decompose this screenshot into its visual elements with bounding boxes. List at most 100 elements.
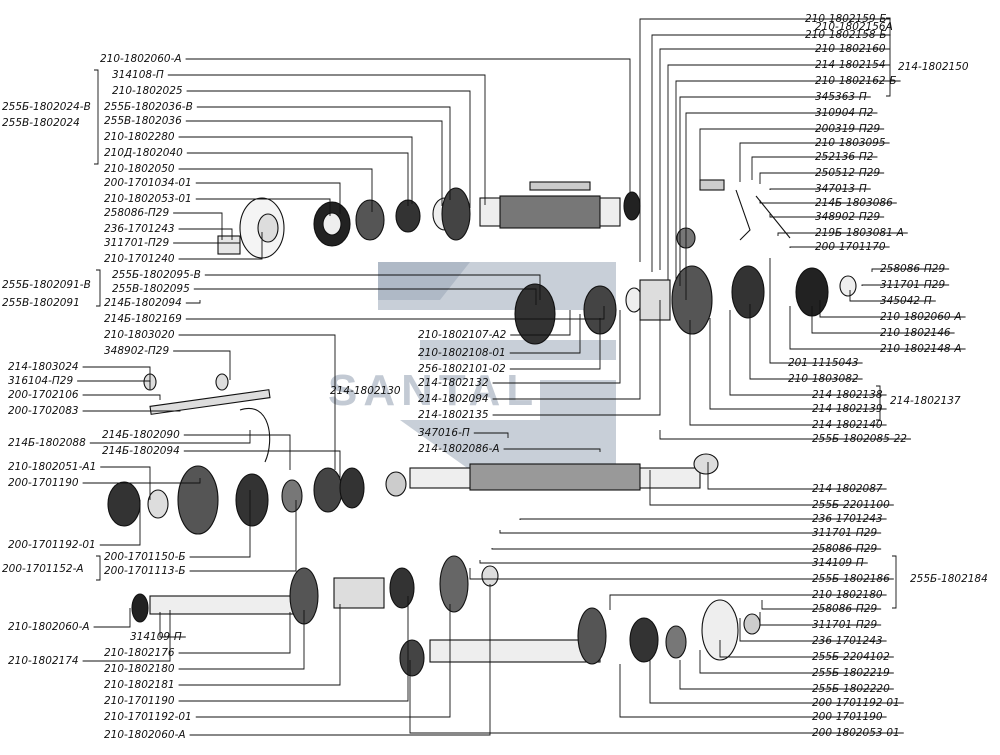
leader-line <box>173 350 231 380</box>
leader-line <box>189 490 251 558</box>
leader-line <box>849 290 936 302</box>
group-bracket <box>96 555 101 581</box>
leader-line <box>409 660 904 734</box>
part-label: 214-1802150 <box>898 61 969 73</box>
part-label: 210-1802160 <box>815 43 886 55</box>
part-label: 210-1802180 <box>812 589 883 601</box>
leader-line <box>751 156 878 180</box>
part-label: 210-1701240 <box>104 253 175 265</box>
leader-line <box>186 90 471 208</box>
part-label: 236-1701243 <box>104 223 175 235</box>
part-label: 200-1701152-А <box>2 563 84 575</box>
part-label: 214Б-1802088 <box>8 437 86 449</box>
leader-line <box>82 478 201 484</box>
leader-line <box>699 650 894 674</box>
leader-line <box>699 128 885 180</box>
leader-line <box>759 172 885 184</box>
main-shaft-assembly <box>107 453 719 535</box>
part-label: 258086-П29 <box>812 603 877 615</box>
part-label: 200-1702083 <box>8 405 79 417</box>
leader-line <box>503 448 601 452</box>
leader-line <box>759 612 882 626</box>
group-bracket <box>96 269 101 307</box>
leader-line <box>861 284 950 286</box>
part-label: 210-1802060-А <box>880 311 962 323</box>
leader-line <box>679 96 871 286</box>
leader-line <box>178 604 341 686</box>
leader-line <box>667 64 890 280</box>
leader-line <box>492 306 641 400</box>
part-label: 214-1802087 <box>812 483 883 495</box>
leader-line <box>178 228 233 240</box>
part-label: 311701-П29 <box>812 619 877 631</box>
leader-line <box>759 200 897 204</box>
part-label: 255Б-1802091-В <box>2 279 91 291</box>
leader-line <box>689 320 887 426</box>
group-bracket <box>94 69 99 165</box>
leader-line <box>178 334 336 470</box>
leader-line <box>185 58 631 192</box>
leader-line <box>183 450 341 480</box>
leader-line <box>185 306 605 320</box>
part-label: 255Б-1802186 <box>812 573 890 585</box>
part-label: 258086-П29 <box>104 207 169 219</box>
leader-line <box>769 214 885 218</box>
leader-line <box>100 466 151 500</box>
part-label: 200-1701190 <box>812 711 883 723</box>
part-label: 210-1802060-А <box>8 621 90 633</box>
leader-line <box>777 232 908 236</box>
part-label: 255В-1802091 <box>2 297 80 309</box>
part-label: 310904-П2 <box>815 107 874 119</box>
part-label: 210-1802174 <box>8 655 79 667</box>
part-label: 210-1802025 <box>112 85 183 97</box>
part-label: 214-1802137 <box>890 395 961 407</box>
part-label: 255Б-2204102 <box>812 651 890 663</box>
part-label: 210-1701192-01 <box>104 711 192 723</box>
part-label: 255Б-1802085-22 <box>812 433 907 445</box>
part-label: 255Б-1802024-В <box>2 101 91 113</box>
leader-line <box>195 604 451 718</box>
part-label: 200-1701192-01 <box>812 697 900 709</box>
part-label: 214-1802140 <box>812 419 883 431</box>
part-label: 214-1802138 <box>812 389 883 401</box>
part-label: 348902-П29 <box>815 211 880 223</box>
part-label: 200319-П29 <box>815 123 880 135</box>
part-label: 200-1701192-01 <box>8 539 96 551</box>
part-label: 210-1802181 <box>104 679 175 691</box>
leader-line <box>761 600 882 610</box>
part-label: 210-1802162-Б <box>815 75 897 87</box>
part-label: 258086-П29 <box>812 543 877 555</box>
part-label: 255Б-1802219 <box>812 667 890 679</box>
part-label: 258086-П29 <box>880 263 945 275</box>
part-label: 314109-П <box>130 631 182 643</box>
group-bracket <box>876 385 881 421</box>
part-label: 210-1802108-01 <box>418 347 506 359</box>
group-bracket <box>886 17 891 97</box>
part-label: 250512-П29 <box>815 167 880 179</box>
part-label: 214-1802135 <box>418 409 489 421</box>
leader-line <box>82 366 151 382</box>
part-label: 210-1802060-А <box>100 53 182 65</box>
leader-line <box>639 18 891 262</box>
leader-line <box>173 212 223 240</box>
leader-line <box>509 318 601 370</box>
leader-line <box>193 288 537 305</box>
part-label: 311701-П29 <box>104 237 169 249</box>
part-label: 255В-1802095 <box>112 283 190 295</box>
part-label: 345042-П <box>880 295 932 307</box>
leader-line <box>719 640 894 658</box>
part-label: 200-1701113-Б <box>104 565 186 577</box>
part-label: 200-1702106 <box>8 389 79 401</box>
part-label: 255В-1802036 <box>104 115 182 127</box>
lower-shaft-assembly <box>131 555 761 677</box>
part-label: 200-1802053-01 <box>812 727 900 739</box>
leader-line <box>510 310 571 336</box>
part-label: 210-1802050 <box>104 163 175 175</box>
part-label: 311701-П29 <box>880 279 945 291</box>
leader-line <box>769 188 871 190</box>
part-label: 201-1115043 <box>788 357 859 369</box>
leader-line <box>195 198 331 216</box>
leader-line <box>82 394 161 400</box>
part-label: 256-1802101-02 <box>418 363 506 375</box>
leader-line <box>739 618 887 642</box>
